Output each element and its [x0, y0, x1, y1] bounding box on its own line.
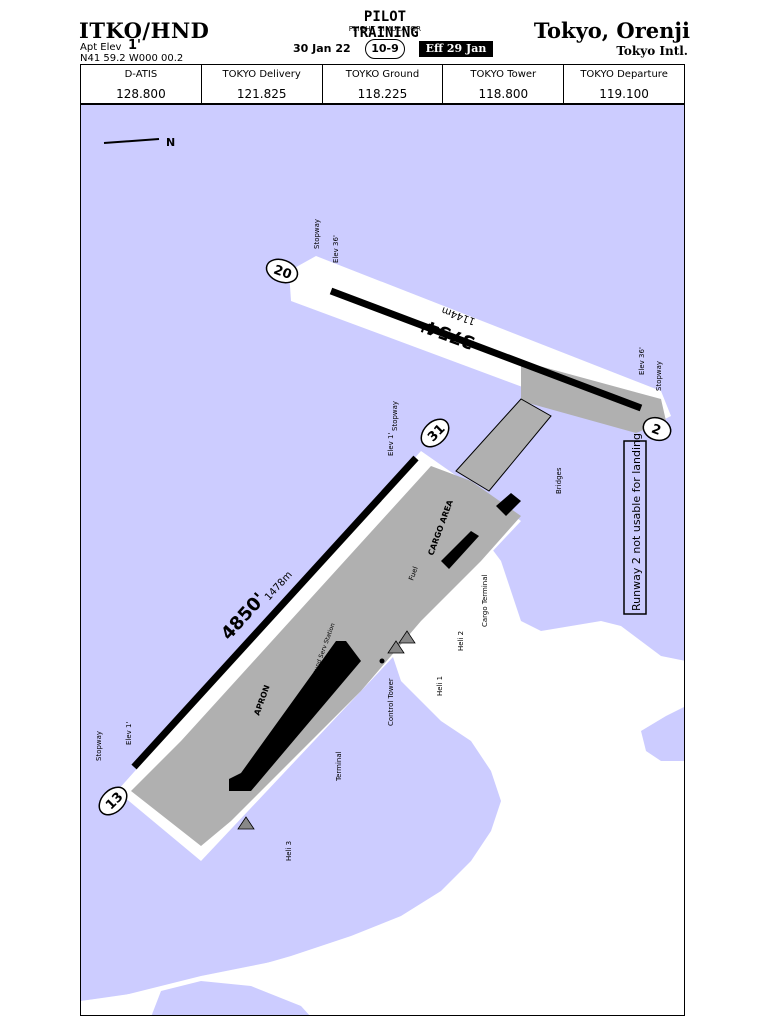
freq-name: TOKYO Departure: [580, 69, 668, 80]
elev-label-2: Elev 36': [638, 347, 646, 375]
heli-3-label: Heli 3: [285, 841, 293, 861]
water-bottom: [151, 981, 310, 1015]
freq-name: D-ATIS: [124, 69, 158, 80]
freq-value: 118.800: [478, 87, 529, 101]
elev-label: Elev 1': [125, 722, 133, 745]
control-tower-icon: [379, 658, 385, 664]
runway-31-end: 31: [420, 418, 450, 448]
elevation-value: 1': [128, 38, 142, 53]
airport-id: ITKO/HND: [79, 18, 210, 43]
runway-20-label: 20: [271, 263, 293, 283]
airport-coordinates: N41 59.2 W000 00.2: [80, 53, 184, 64]
cargo-terminal: [441, 531, 479, 569]
airport-diagram: N 13 31 20 2 4850' 1478m 3754' 1144m Sto…: [80, 104, 685, 1016]
bridges: [455, 398, 552, 492]
freq-value: 128.800: [116, 87, 166, 101]
heli-pad-2: [398, 630, 416, 644]
city-name: Tokyo, Orenji: [533, 18, 690, 43]
terminal-building: [229, 641, 361, 791]
heli-2-label: Heli 2: [457, 631, 465, 651]
freq-cell-delivery: TOKYO Delivery 121.825: [202, 65, 323, 103]
runway-notice: Runway 2 not usable for landing: [630, 433, 643, 611]
frequency-table: D-ATIS 128.800 TOKYO Delivery 121.825 TO…: [80, 64, 685, 104]
stopway-label-31: Stopway: [391, 401, 399, 431]
freq-name: TOKYO Tower: [470, 69, 537, 80]
brand-subtitle: FLIGHT SIMULATOR: [348, 25, 422, 33]
airport-name: Tokyo Intl.: [616, 44, 688, 58]
north-arrow: [103, 138, 160, 144]
stopway-label-20: Stopway: [313, 219, 321, 249]
terminal-label: Terminal: [335, 751, 343, 782]
stopway-label-2: Stopway: [655, 361, 663, 391]
freq-cell-ground: TOYKO Ground 118.225: [323, 65, 444, 103]
runway-2-end: 2: [642, 416, 672, 442]
runway-notice-box: [623, 440, 647, 615]
airport-map-svg: N 13 31 20 2 4850' 1478m 3754' 1144m Sto…: [81, 105, 684, 1015]
freq-value: 121.825: [236, 87, 287, 101]
runway-20-end: 20: [265, 258, 299, 284]
control-tower-label: Control Tower: [387, 678, 395, 726]
chart-date: 30 Jan 22: [293, 42, 351, 55]
freq-cell-atis: D-ATIS 128.800: [81, 65, 202, 103]
elevation-label: Apt Elev: [80, 42, 122, 53]
elev-label-20: Elev 36': [332, 235, 340, 263]
freq-value: 118.225: [357, 87, 408, 101]
freq-value: 119.100: [599, 87, 649, 101]
stopway-label: Stopway: [95, 731, 103, 761]
bridges-label: Bridges: [555, 467, 563, 494]
freq-name: TOKYO Delivery: [222, 69, 301, 80]
heli-pad-3: [237, 816, 255, 830]
north-label: N: [166, 136, 175, 149]
cargo-building: [496, 493, 521, 516]
effective-date: Eff 29 Jan: [419, 41, 493, 57]
chart-number: 10-9: [365, 39, 405, 59]
elev-label-31: Elev 1': [387, 433, 395, 456]
cargo-terminal-label: Cargo Terminal: [481, 574, 489, 627]
brand-title: PILOT TRAINING: [351, 9, 419, 41]
mainland-north: [81, 521, 684, 1015]
runway-13-31: [131, 455, 419, 770]
freq-cell-departure: TOKYO Departure 119.100: [564, 65, 684, 103]
heli-1-label: Heli 1: [436, 676, 444, 696]
freq-name: TOYKO Ground: [345, 69, 420, 80]
freq-cell-tower: TOKYO Tower 118.800: [443, 65, 565, 103]
runway-2-20: [329, 287, 643, 412]
heli-pad-1: [387, 640, 405, 654]
runway-13-end: 13: [98, 786, 128, 816]
water-cove: [641, 707, 684, 761]
